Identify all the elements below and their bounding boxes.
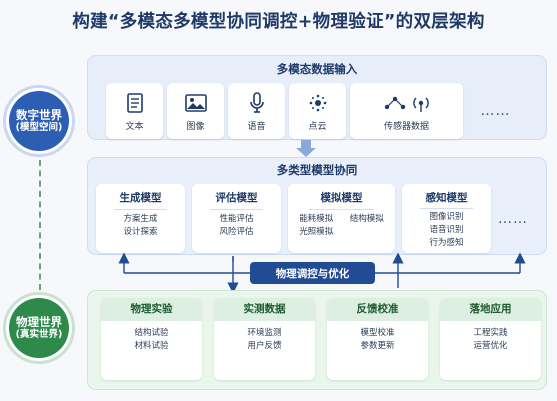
input-more: …… [467, 83, 524, 139]
physical-world-label: 物理世界 [16, 315, 62, 329]
digital-world-sublabel: (模型空间) [15, 122, 63, 133]
down-arrow-icon [296, 140, 316, 157]
input-image-label: 图像 [186, 121, 205, 132]
input-pointcloud-card: 点云 [289, 83, 346, 139]
physical-experiment-line: 材料试验 [134, 341, 169, 351]
input-voice-card: 语音 [228, 83, 285, 139]
generative-model-line: 设计探索 [123, 227, 158, 237]
physical-world-badge: 物理世界 (真实世界) [3, 292, 75, 364]
physical-experiment-card: 物理实验 结构试验材料试验 [101, 298, 202, 380]
model-header: 多类型模型协同 [276, 163, 358, 177]
input-pointcloud-label: 点云 [308, 121, 327, 132]
point-cloud-icon [307, 91, 329, 115]
generative-model-title: 生成模型 [119, 192, 162, 204]
feedback-calibration-line: 模型校准 [360, 328, 395, 338]
digital-world-badge: 数字世界 (模型空间) [3, 85, 75, 157]
simulation-model-card: 模拟模型 能耗模拟 结构模拟 光照模拟 [288, 184, 395, 253]
generative-model-line: 方案生成 [123, 214, 158, 224]
evaluation-model-card: 评估模型 性能评估 风险评估 [192, 184, 281, 253]
evaluation-model-line: 性能评估 [219, 214, 254, 224]
input-header: 多模态数据输入 [276, 62, 358, 76]
simulation-model-item: 能耗模拟 [299, 214, 334, 224]
multimodal-input-panel: 多模态数据输入 文本 图像 语音 点云 [87, 55, 547, 140]
input-sensor-card: 传感器数据 [350, 83, 463, 139]
diagram-title: 构建“多模态多模型协同调控+物理验证”的双层架构 [72, 12, 485, 32]
deployment-line: 工程实践 [473, 328, 508, 338]
microphone-icon [249, 91, 265, 115]
measured-data-card: 实测数据 环境监测用户反馈 [214, 298, 315, 380]
physical-control-banner: 物理调控与优化 [250, 262, 375, 284]
input-text-card: 文本 [106, 83, 163, 139]
measured-data-title: 实测数据 [214, 298, 315, 321]
model-more-ellipsis: …… [498, 210, 528, 227]
input-more-ellipsis: …… [480, 103, 511, 119]
sensor-icon [381, 91, 433, 115]
input-sensor-label: 传感器数据 [383, 121, 429, 132]
input-voice-label: 语音 [247, 121, 266, 132]
simulation-model-title: 模拟模型 [320, 192, 363, 204]
physical-world-panel: 物理实验 结构试验材料试验 实测数据 环境监测用户反馈 反馈校准 模型校准参数更… [87, 290, 547, 390]
measured-data-line: 用户反馈 [247, 341, 282, 351]
perception-model-line: 行为感知 [429, 238, 464, 248]
generative-model-card: 生成模型 方案生成 设计探索 [96, 184, 185, 253]
evaluation-model-line: 风险评估 [219, 227, 254, 237]
physical-experiment-line: 结构试验 [134, 328, 169, 338]
deployment-card: 落地应用 工程实践运营优化 [440, 298, 541, 380]
measured-data-line: 环境监测 [247, 328, 282, 338]
deployment-title: 落地应用 [440, 298, 541, 321]
simulation-model-item: 光照模拟 [299, 227, 334, 237]
world-connector [39, 160, 41, 290]
model-more: …… [498, 184, 528, 253]
physical-world-sublabel: (真实世界) [15, 329, 63, 340]
image-icon [184, 91, 207, 115]
deployment-line: 运营优化 [473, 341, 508, 351]
perception-model-card: 感知模型 图像识别 语音识别 行为感知 [402, 184, 491, 253]
document-icon [126, 91, 143, 115]
perception-model-title: 感知模型 [425, 192, 468, 204]
simulation-model-item: 结构模拟 [349, 214, 384, 224]
feedback-calibration-card: 反馈校准 模型校准参数更新 [327, 298, 428, 380]
perception-model-line: 图像识别 [429, 212, 464, 222]
feedback-calibration-title: 反馈校准 [327, 298, 428, 321]
model-collaboration-panel: 多类型模型协同 生成模型 方案生成 设计探索 评估模型 性能评估 风险评估 模拟… [87, 157, 547, 255]
input-image-card: 图像 [167, 83, 224, 139]
perception-model-line: 语音识别 [429, 225, 464, 235]
digital-world-label: 数字世界 [16, 108, 62, 122]
input-text-label: 文本 [125, 121, 144, 132]
feedback-calibration-line: 参数更新 [360, 341, 395, 351]
evaluation-model-title: 评估模型 [215, 192, 258, 204]
physical-experiment-title: 物理实验 [101, 298, 202, 321]
